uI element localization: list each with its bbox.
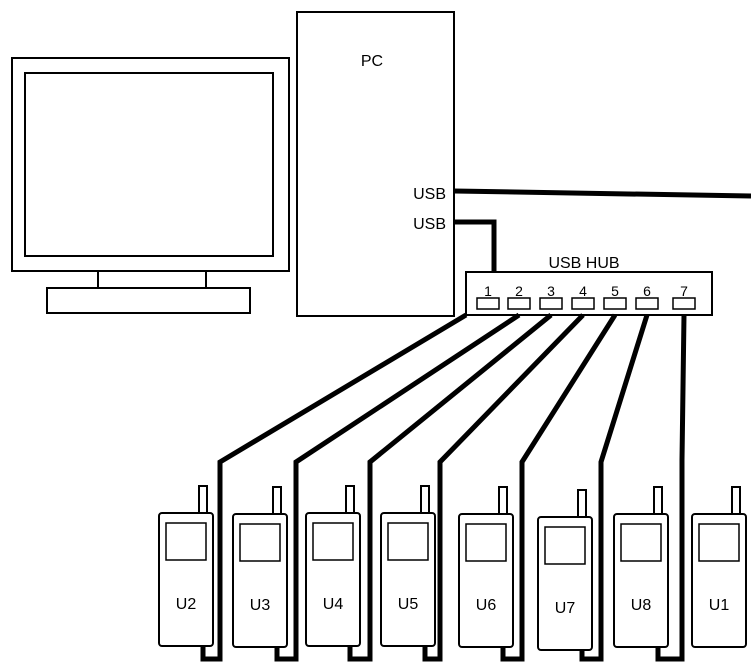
- monitor: [11, 57, 290, 314]
- phone-U2: U2: [158, 485, 214, 647]
- hub-port-2: 2: [507, 283, 531, 310]
- phone-label: U7: [555, 600, 576, 617]
- phone-label: U3: [250, 597, 271, 614]
- phone-label: U2: [176, 596, 197, 613]
- hub-port-number: 1: [484, 283, 492, 299]
- usb-port-label-2: USB: [413, 216, 446, 233]
- phone-screen: [239, 523, 281, 562]
- phone-antenna: [498, 486, 508, 515]
- phone-antenna: [731, 486, 741, 515]
- phone-group: U2 U3 U4 U5 U6 U7 U8 U1: [158, 485, 747, 651]
- phone-label: U4: [323, 596, 344, 613]
- phone-label: U8: [631, 597, 652, 614]
- phone-label: U1: [709, 597, 730, 614]
- hub-port-socket: [635, 297, 659, 310]
- phone-U8: U8: [613, 486, 669, 648]
- usb-hub-label: USB HUB: [548, 255, 619, 272]
- hub-port-number: 5: [611, 283, 619, 299]
- phone-antenna: [272, 486, 282, 515]
- hub-port-socket: [507, 297, 531, 310]
- monitor-stand: [46, 287, 251, 314]
- cable-port-5-to-U6: [500, 313, 618, 662]
- phone-U1: U1: [691, 486, 747, 648]
- hub-cables: [200, 312, 687, 662]
- hub-port-5: 5: [603, 283, 627, 310]
- cable-usb-1-offscreen: [453, 188, 751, 199]
- hub-port-7: 7: [672, 283, 696, 310]
- hub-port-socket: [603, 297, 627, 310]
- pc-tower: PC USB USB: [296, 11, 455, 317]
- hub-port-number: 7: [680, 283, 688, 299]
- hub-port-3: 3: [539, 283, 563, 310]
- phone-U3: U3: [232, 486, 288, 648]
- phone-screen: [165, 522, 207, 561]
- monitor-bezel: [11, 57, 290, 272]
- cable-port-1-to-U2: [200, 312, 468, 662]
- phone-antenna: [198, 485, 208, 514]
- hub-port-number: 3: [547, 283, 555, 299]
- hub-port-6: 6: [635, 283, 659, 310]
- monitor-screen: [24, 72, 274, 257]
- hub-port-number: 6: [643, 283, 651, 299]
- hub-port-number: 4: [579, 283, 587, 299]
- hub-port-1: 1: [476, 283, 500, 310]
- phone-label: U5: [398, 596, 419, 613]
- hub-port-group: 1 2 3 4 5 6 7: [476, 283, 696, 310]
- usb-port-label-1: USB: [413, 186, 446, 203]
- cable-usb-2-to-hub: [454, 219, 497, 272]
- cable-port-6-to-U7: [579, 314, 650, 662]
- hub-port-socket: [476, 297, 500, 310]
- phone-screen: [544, 526, 586, 565]
- hub-port-socket: [672, 297, 696, 310]
- phone-screen: [698, 523, 740, 562]
- hub-port-4: 4: [571, 283, 595, 310]
- phone-screen: [387, 522, 429, 561]
- phone-U7: U7: [537, 489, 593, 651]
- phone-antenna: [345, 485, 355, 514]
- phone-screen: [620, 523, 662, 562]
- usb-hub: USB HUB 1 2 3 4 5 6 7: [465, 255, 713, 316]
- phone-screen: [465, 523, 507, 562]
- phone-antenna: [653, 486, 663, 515]
- pc-cables: [453, 188, 751, 272]
- phone-U6: U6: [458, 486, 514, 648]
- hub-port-socket: [539, 297, 563, 310]
- cable-port-7-to-U8: [655, 314, 687, 662]
- phone-label: U6: [476, 597, 497, 614]
- cable-port-2-to-U3: [274, 312, 521, 662]
- hub-port-socket: [571, 297, 595, 310]
- phone-U4: U4: [305, 485, 361, 647]
- pc-label: PC: [361, 53, 383, 70]
- monitor-neck: [97, 270, 207, 289]
- pc-case: [296, 11, 455, 317]
- phone-U5: U5: [380, 485, 436, 647]
- cable-port-4-to-U5: [422, 313, 585, 662]
- phone-antenna: [577, 489, 587, 518]
- phone-screen: [312, 522, 354, 561]
- phone-antenna: [420, 485, 430, 514]
- hub-port-number: 2: [515, 283, 523, 299]
- cable-port-3-to-U4: [347, 313, 553, 662]
